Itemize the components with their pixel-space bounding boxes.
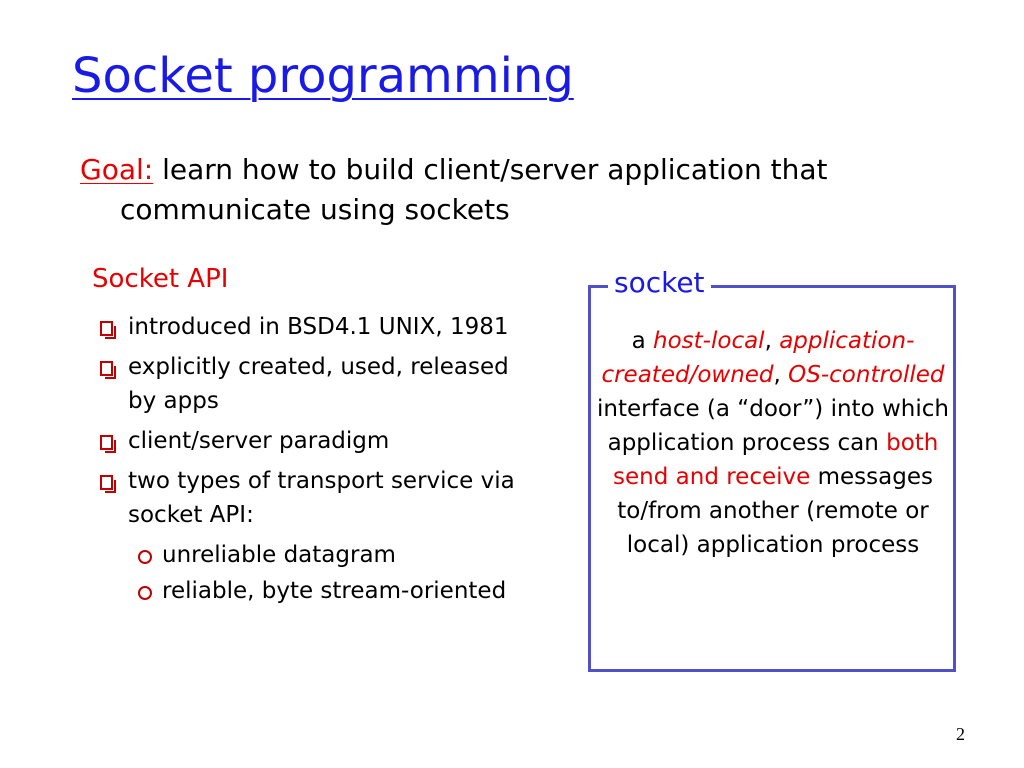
list-item-text: explicitly created, used, released by ap…	[128, 354, 509, 414]
list-item: client/server paradigm	[100, 424, 530, 458]
goal-label: Goal:	[80, 153, 154, 186]
def-app-created: application-created/owned	[601, 328, 915, 388]
socket-api-list: introduced in BSD4.1 UNIX, 1981 explicit…	[100, 310, 530, 614]
goal-statement: Goal: learn how to build client/server a…	[80, 150, 960, 230]
circle-bullet-icon	[138, 550, 152, 564]
square-bullet-icon	[100, 475, 116, 493]
square-bullet-icon	[100, 361, 116, 379]
def-tail: messages to/from another (remote or loca…	[617, 464, 933, 558]
socket-definition-box	[588, 285, 956, 672]
circle-bullet-icon	[138, 586, 152, 600]
sub-list-item-text: unreliable datagram	[162, 542, 396, 568]
socket-definition-text: a host-local, application-created/owned,…	[592, 324, 954, 562]
def-interface: interface (a “door”) into which applicat…	[597, 396, 949, 456]
list-item-text: introduced in BSD4.1 UNIX, 1981	[128, 314, 509, 340]
def-both-send: both send and receive	[613, 430, 939, 490]
def-a: a	[631, 328, 654, 354]
goal-text-line2: communicate using sockets	[120, 193, 510, 226]
list-item: two types of transport service via socke…	[100, 464, 530, 608]
def-comma1: ,	[764, 328, 780, 354]
socket-api-heading: Socket API	[92, 264, 229, 294]
slide-title: Socket programming	[72, 48, 574, 104]
socket-box-label: socket	[608, 266, 711, 299]
page-number: 2	[956, 724, 965, 744]
list-item-text: client/server paradigm	[128, 428, 390, 454]
list-item-text: two types of transport service via socke…	[128, 468, 515, 528]
sub-list-item: reliable, byte stream-oriented	[128, 574, 530, 608]
def-os-controlled: OS-controlled	[788, 362, 945, 388]
list-item: explicitly created, used, released by ap…	[100, 350, 530, 418]
transport-types-list: unreliable datagram reliable, byte strea…	[128, 538, 530, 608]
square-bullet-icon	[100, 435, 116, 453]
sub-list-item: unreliable datagram	[128, 538, 530, 572]
square-bullet-icon	[100, 321, 116, 339]
sub-list-item-text: reliable, byte stream-oriented	[162, 578, 507, 604]
goal-text-line1: learn how to build client/server applica…	[153, 153, 828, 186]
list-item: introduced in BSD4.1 UNIX, 1981	[100, 310, 530, 344]
def-host-local: host-local	[653, 328, 765, 354]
def-comma2: ,	[773, 362, 781, 388]
